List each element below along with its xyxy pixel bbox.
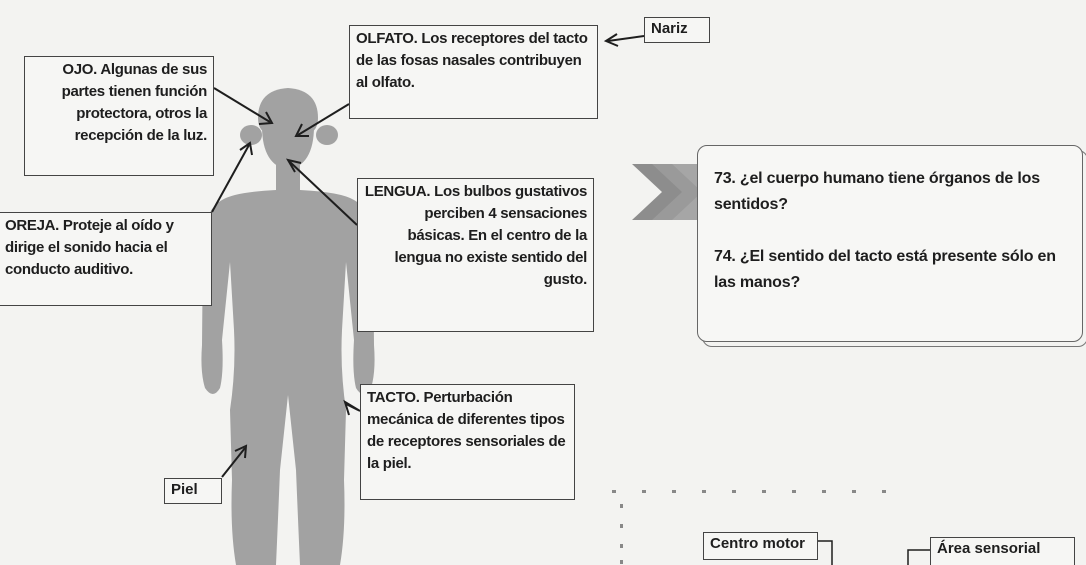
label-olfato: OLFATO. Los receptores del tacto de las … [349, 25, 598, 119]
question-73: 73. ¿el cuerpo humano tiene órganos de l… [714, 170, 1040, 213]
label-tacto: TACTO. Perturbación mecánica de diferent… [360, 384, 575, 500]
label-oreja: OREJA. Proteje al oído y dirige el sonid… [0, 212, 212, 306]
label-lengua: LENGUA. Los bulbos gustativos perciben 4… [357, 178, 594, 332]
pointer-arrows [211, 33, 645, 478]
label-nariz: Nariz [644, 17, 710, 43]
label-area-sensorial: Área sensorial [930, 537, 1075, 565]
dotted-frame [612, 490, 886, 564]
human-silhouette [201, 88, 375, 565]
label-ojo: OJO. Algunas de sus partes tienen funció… [24, 56, 214, 176]
question-card: 73. ¿el cuerpo humano tiene órganos de l… [697, 145, 1083, 342]
question-74: 74. ¿El sentido del tacto está presente … [714, 248, 1056, 291]
bracket-lines [818, 540, 930, 565]
label-piel: Piel [164, 478, 222, 504]
label-centro-motor: Centro motor [703, 532, 818, 560]
